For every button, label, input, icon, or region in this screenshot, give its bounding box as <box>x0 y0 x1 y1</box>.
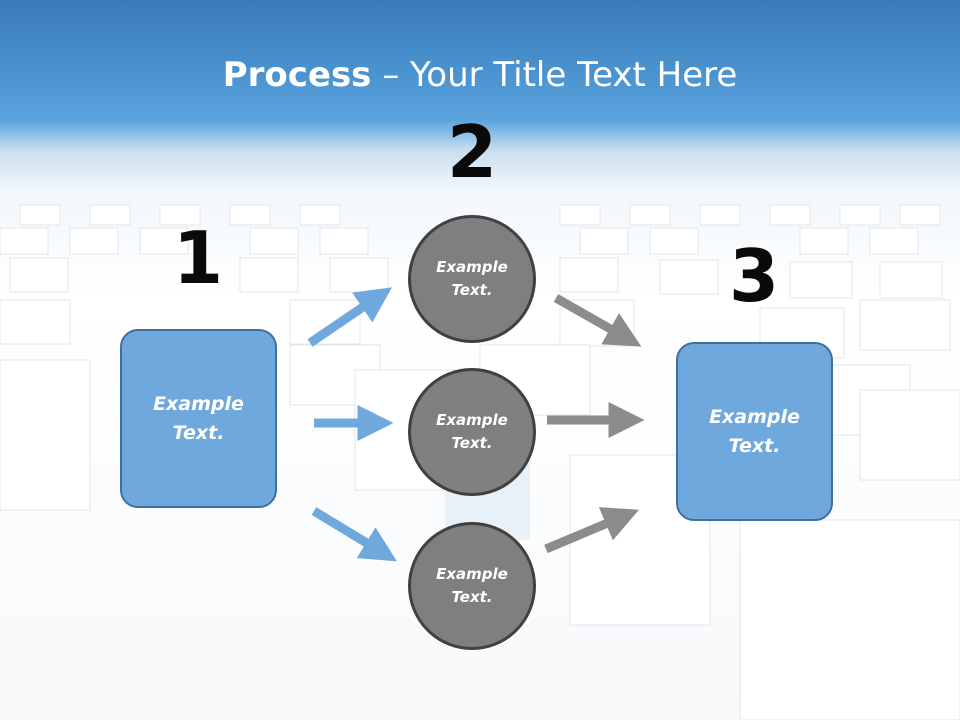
title-bold: Process <box>222 55 372 95</box>
circle-top-text: Example Text. <box>436 258 508 299</box>
step-3-text: Example Text. <box>709 405 800 457</box>
step-3-box[interactable]: Example Text. <box>676 342 833 521</box>
circle-middle-text: Example Text. <box>436 411 508 452</box>
circle-top[interactable]: Example Text. <box>408 215 536 343</box>
circle-bottom[interactable]: Example Text. <box>408 522 536 650</box>
step-number-3: 3 <box>728 234 780 318</box>
step-1-text: Example Text. <box>153 392 244 444</box>
step-1-box[interactable]: Example Text. <box>120 329 277 508</box>
circle-middle[interactable]: Example Text. <box>408 368 536 496</box>
slide-title: Process – Your Title Text Here <box>0 52 960 98</box>
title-rest: – Your Title Text Here <box>371 55 738 95</box>
step-number-2: 2 <box>446 110 498 194</box>
circle-bottom-text: Example Text. <box>436 565 508 606</box>
step-number-1: 1 <box>172 216 224 300</box>
